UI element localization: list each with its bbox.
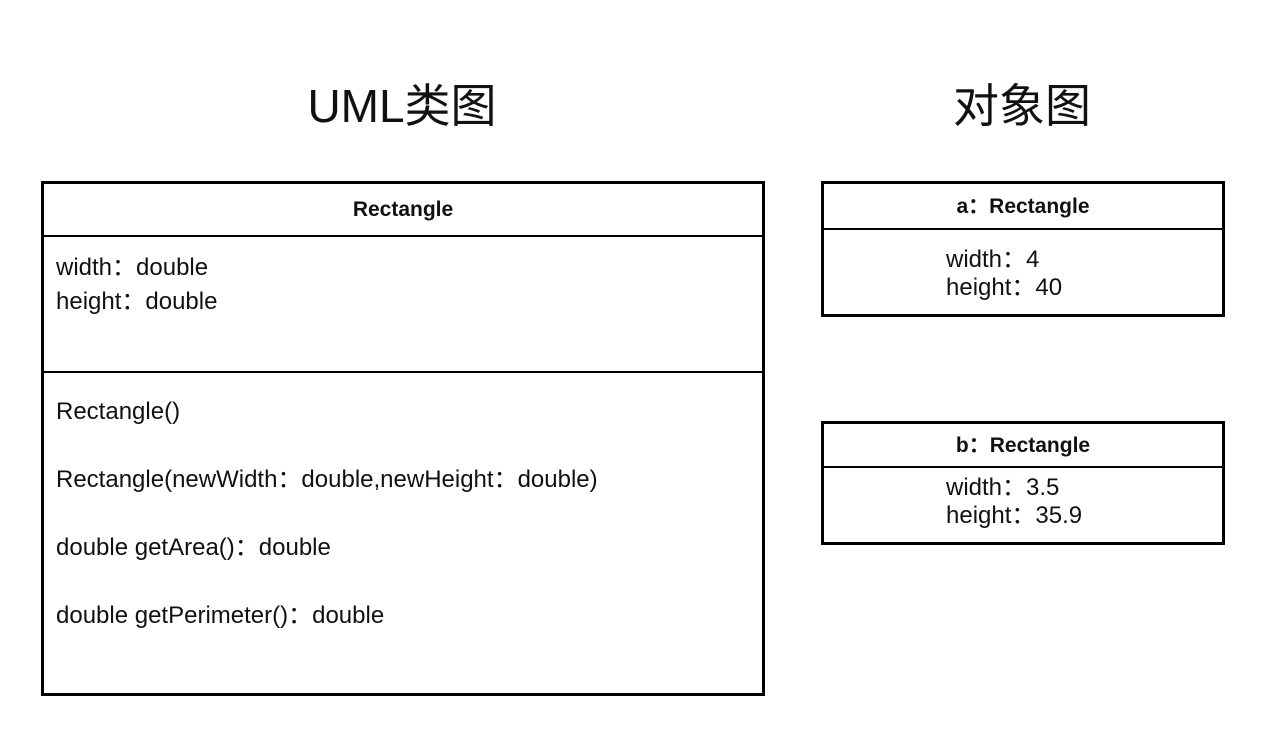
attribute-width: width：double xyxy=(56,254,209,281)
object-a-height: height：40 xyxy=(946,274,1063,301)
object-b-title: b：Rectangle xyxy=(824,424,1222,468)
object-diagram-heading: 对象图 xyxy=(953,80,1091,132)
object-b-fields: width：3.5 height：35.9 xyxy=(824,468,1222,530)
object-a-title: a：Rectangle xyxy=(824,184,1222,230)
method-default-constructor: Rectangle() xyxy=(56,398,181,425)
object-a-fields: width：4 height：40 xyxy=(824,230,1222,302)
class-attributes: width：double height：double xyxy=(44,237,762,373)
object-b-width: width：3.5 xyxy=(946,474,1060,501)
method-get-perimeter: double getPerimeter()：double xyxy=(56,602,385,629)
object-a-width: width：4 xyxy=(946,246,1040,273)
class-name: Rectangle xyxy=(44,184,762,237)
attribute-height: height：double xyxy=(56,288,218,315)
class-box-rectangle: Rectangle width：double height：double Rec… xyxy=(41,181,765,696)
uml-class-diagram-heading: UML类图 xyxy=(307,80,497,132)
method-param-constructor: Rectangle(newWidth：double,newHeight：doub… xyxy=(56,466,598,493)
object-box-b: b：Rectangle width：3.5 height：35.9 xyxy=(821,421,1225,545)
class-methods: Rectangle() Rectangle(newWidth：double,ne… xyxy=(44,373,762,667)
object-box-a: a：Rectangle width：4 height：40 xyxy=(821,181,1225,317)
method-get-area: double getArea()：double xyxy=(56,534,331,561)
object-b-height: height：35.9 xyxy=(946,502,1083,529)
